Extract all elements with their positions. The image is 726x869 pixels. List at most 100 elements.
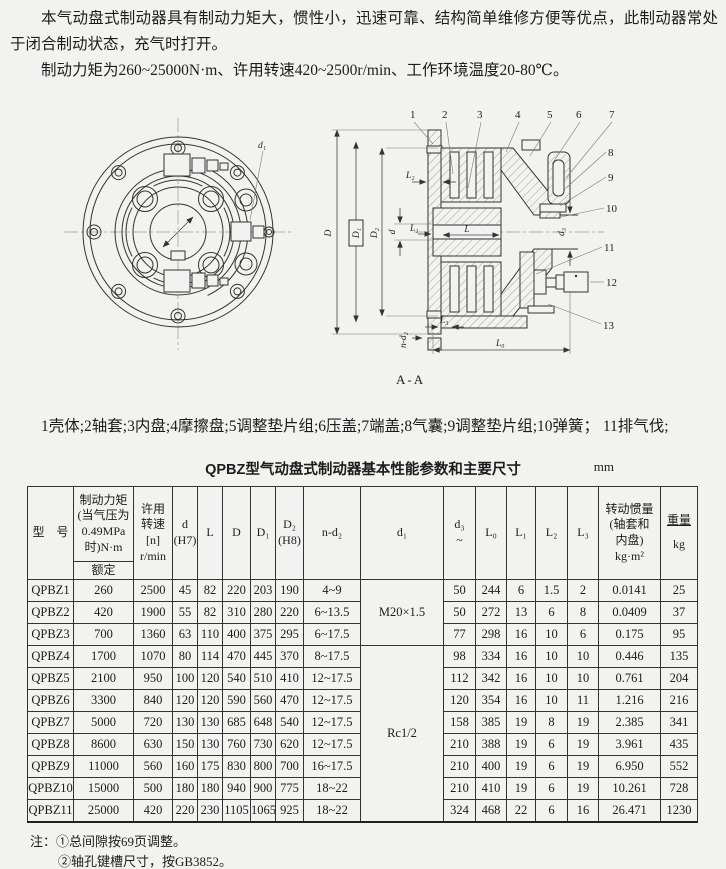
dim-d3: d₃	[557, 228, 567, 236]
cell-torque: 8600	[73, 733, 134, 756]
dim-D: D	[324, 229, 334, 237]
cell-d: 55	[172, 601, 198, 624]
valve-end-block	[563, 271, 589, 293]
cell-L: 82	[197, 601, 223, 624]
col-header-speed: 许用 转速 [n] r/min	[133, 486, 173, 580]
dim-d: d	[388, 229, 398, 234]
cell-L3: 16	[567, 799, 599, 823]
cell-D: 940	[222, 777, 251, 800]
shim-group	[539, 203, 567, 213]
cell-D: 590	[222, 689, 251, 712]
cell-inertia: 6.950	[598, 755, 661, 778]
callouts: 1 2 3 4 5 6 7 8 9 10 11 12 13	[410, 109, 618, 332]
cell-L0: 342	[475, 667, 507, 690]
cell-weight: 135	[660, 645, 698, 668]
col-header-model: 型 号	[27, 486, 74, 580]
cell-d: 150	[172, 733, 198, 756]
cell-model: QPBZ5	[27, 667, 74, 690]
cell-L0: 388	[475, 733, 507, 756]
cell-weight: 728	[660, 777, 698, 800]
cell-D2: 700	[275, 755, 304, 778]
col-header-torque-rated: 额定	[73, 561, 134, 580]
valve-stem	[545, 277, 557, 288]
cell-D1: 280	[250, 601, 276, 624]
cell-model: QPBZ6	[27, 689, 74, 712]
cell-D2: 470	[275, 689, 304, 712]
cell-L3: 19	[567, 733, 599, 756]
disc-slot-top	[153, 179, 203, 187]
cell-speed: 1360	[133, 623, 173, 646]
cell-inertia: 10.261	[598, 777, 661, 800]
cell-D: 540	[222, 667, 251, 690]
table-unit: mm	[593, 459, 614, 474]
cell-L2: 6	[535, 777, 568, 800]
cell-n-d2: 12~17.5	[303, 689, 361, 712]
cell-torque: 700	[73, 623, 134, 646]
cell-L2: 6	[535, 755, 568, 778]
rim-bolts	[86, 140, 245, 324]
cell-model: QPBZ8	[27, 733, 74, 756]
valve-dot	[574, 274, 578, 278]
cell-L: 130	[197, 733, 223, 756]
cell-inertia: 0.761	[598, 667, 661, 690]
note-label: 注：	[30, 834, 57, 849]
bore-diameter-arrow	[162, 216, 194, 248]
cell-weight: 204	[660, 667, 698, 690]
pressure-cover	[521, 139, 541, 151]
cell-inertia: 2.385	[598, 711, 661, 734]
col-header-inertia: 转动惯量 (轴套和 内盘) kg·m²	[598, 486, 661, 580]
col-header-L: L	[197, 486, 223, 580]
cell-D: 685	[222, 711, 251, 734]
cell-L0: 400	[475, 755, 507, 778]
cell-D2: 620	[275, 733, 304, 756]
cell-L2: 10	[535, 689, 568, 712]
cell-model: QPBZ2	[27, 601, 74, 624]
cell-speed: 420	[133, 799, 173, 823]
cell-model: QPBZ10	[27, 777, 74, 800]
cell-L1: 6	[506, 579, 536, 602]
col-header-L1: L₁	[506, 486, 536, 580]
cell-L1: 16	[506, 667, 536, 690]
cell-torque: 11000	[73, 755, 134, 778]
cell-d: 130	[172, 711, 198, 734]
cell-L: 114	[197, 645, 223, 668]
cell-inertia: 0.0141	[598, 579, 661, 602]
cell-d: 63	[172, 623, 198, 646]
cell-speed: 560	[133, 755, 173, 778]
cell-n-d2: 12~17.5	[303, 667, 361, 690]
cell-L3: 2	[567, 579, 599, 602]
parts-list: 1壳体;2轴套;3内盘;4摩擦盘;5调整垫片组;6压盖;7端盖;8气囊;9调整垫…	[41, 418, 669, 435]
cell-D1: 445	[250, 645, 276, 668]
cell-D2: 295	[275, 623, 304, 646]
cell-d3: 324	[443, 799, 476, 823]
valve-bracket	[519, 251, 535, 309]
dim-L3: L₃	[439, 316, 449, 326]
cell-torque: 3300	[73, 689, 134, 712]
cell-D2: 370	[275, 645, 304, 668]
cell-d3: 112	[443, 667, 476, 690]
air-bag	[552, 159, 565, 197]
cell-speed: 2500	[133, 579, 173, 602]
cell-n-d2: 16~17.5	[303, 755, 361, 778]
cell-model: QPBZ7	[27, 711, 74, 734]
cell-n-d2: 6~13.5	[303, 601, 361, 624]
outer-rim-circle	[82, 136, 274, 328]
col-header-L3: L₃	[567, 486, 599, 580]
cell-L1: 16	[506, 645, 536, 668]
cell-L2: 6	[535, 601, 568, 624]
cell-D2: 190	[275, 579, 304, 602]
cell-speed: 1900	[133, 601, 173, 624]
cell-weight: 552	[660, 755, 698, 778]
cell-speed: 500	[133, 777, 173, 800]
cell-d: 220	[172, 799, 198, 823]
cell-D1: 648	[250, 711, 276, 734]
dim-D2: D₂	[370, 227, 380, 239]
col-header-L2: L₂	[535, 486, 568, 580]
cell-D2: 410	[275, 667, 304, 690]
disc-slot-right	[223, 207, 231, 257]
cell-D1: 560	[250, 689, 276, 712]
flange-bolt-hole-top	[426, 145, 443, 154]
